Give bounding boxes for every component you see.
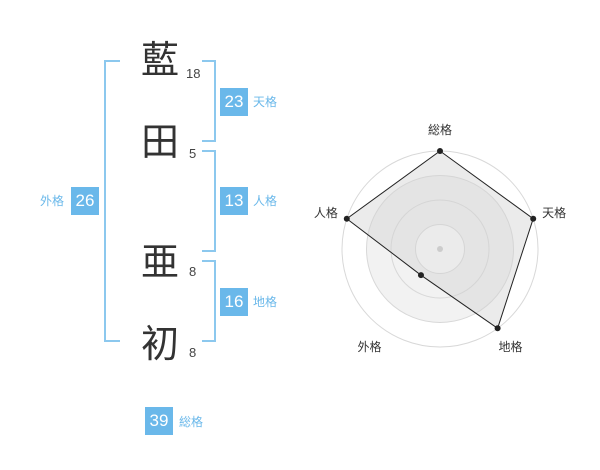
gaikaku-value: 26 [71, 187, 99, 215]
radar-point [530, 215, 537, 222]
radar-point [494, 325, 501, 332]
stroke-count-1: 18 [186, 66, 201, 81]
name-char-4: 初 [140, 322, 179, 366]
name-char-3: 亜 [140, 240, 179, 284]
radar-center [437, 246, 443, 252]
soukaku-label: 総格 [179, 415, 204, 429]
radar-axis-label: 天格 [542, 205, 567, 220]
stroke-count-2: 5 [189, 146, 197, 161]
tenkaku-bracket [202, 60, 216, 142]
name-char-1: 藍 [140, 38, 179, 82]
radar-point [417, 272, 424, 279]
tenkaku-label: 天格 [253, 95, 278, 109]
gaikaku-bracket [104, 60, 120, 342]
jinkaku-bracket [202, 150, 216, 252]
radar-axis-label: 人格 [313, 205, 338, 220]
stroke-count-3: 8 [189, 264, 197, 279]
chikaku-bracket [202, 260, 216, 342]
radar-chart [341, 148, 539, 348]
radar-axis-label: 地格 [498, 340, 523, 355]
radar-area [345, 150, 534, 330]
jinkaku-value: 13 [220, 187, 248, 215]
chikaku-label: 地格 [253, 295, 278, 309]
radar-axis-label: 総格 [428, 123, 453, 137]
radar-point [437, 148, 443, 154]
radar-axis-label: 外格 [357, 340, 382, 355]
jinkaku-label: 人格 [253, 194, 278, 208]
soukaku-value: 39 [145, 407, 173, 435]
stroke-count-4: 8 [189, 345, 197, 360]
gaikaku-label: 外格 [40, 194, 65, 208]
name-char-2: 田 [140, 120, 179, 164]
chikaku-value: 16 [220, 288, 248, 316]
radar-point [343, 215, 350, 222]
tenkaku-value: 23 [220, 88, 248, 116]
